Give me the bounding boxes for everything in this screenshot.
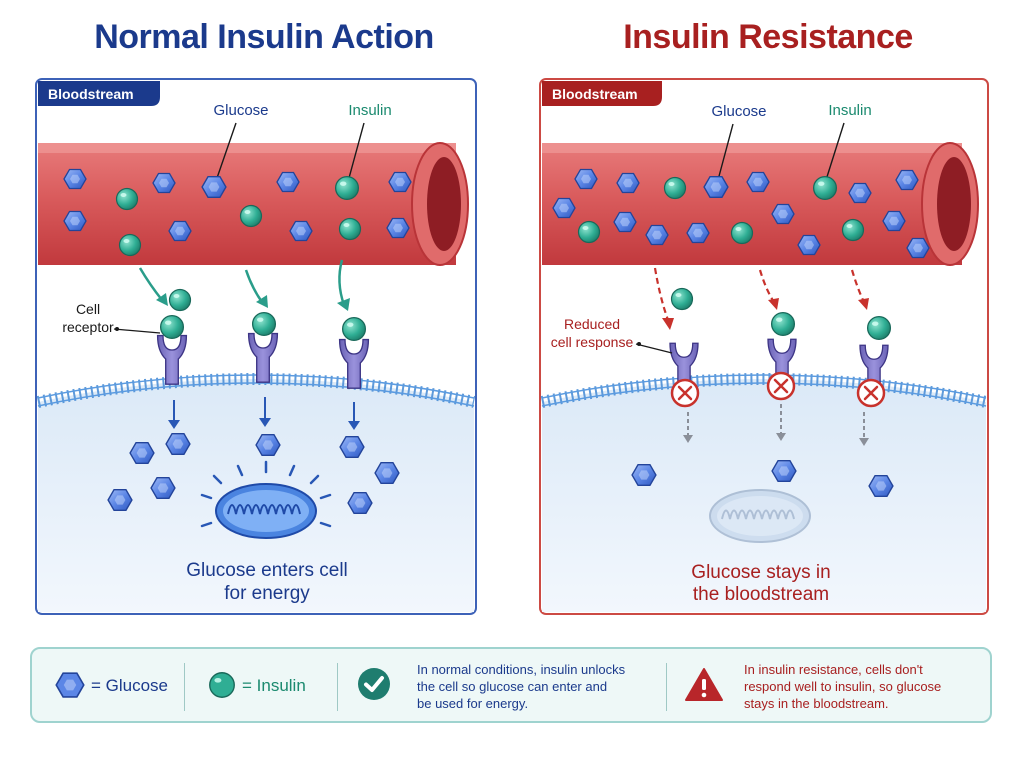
glucose-molecule — [895, 169, 919, 191]
insulin-molecule — [841, 218, 865, 242]
glucose-molecule — [882, 210, 906, 232]
glucose-in-cell — [129, 442, 155, 464]
insulin-molecule — [663, 176, 687, 200]
cell-membrane — [540, 373, 988, 408]
insulin-molecule — [115, 187, 139, 211]
insulin-molecule — [770, 311, 796, 337]
blocked-x-icon — [670, 378, 700, 408]
reduced-response-label-line1: Reduced — [564, 316, 620, 332]
insulin-molecule — [670, 287, 694, 311]
resistance-note: In insulin resistance, cells don't respo… — [744, 662, 942, 711]
glucose-molecule — [771, 460, 797, 482]
glucose-molecule — [289, 220, 313, 242]
glucose-molecule — [631, 464, 657, 486]
glucose-in-cell — [107, 489, 133, 511]
legend-glucose-label: = Glucose — [91, 676, 169, 695]
normal-caption-line1: Glucose enters cell — [186, 560, 348, 581]
bloodstream-tab — [542, 81, 662, 106]
blocked-x-icon — [856, 378, 886, 408]
glucose-molecule — [152, 172, 176, 194]
glucose-molecule — [386, 217, 410, 239]
glucose-label: Glucose — [213, 102, 268, 119]
insulin-resistance-title: Insulin Resistance — [623, 18, 913, 56]
blocked-entry-arrows — [687, 404, 865, 440]
insulin-diagram: Bloodstream Glucose Insulin — [35, 78, 989, 615]
glucose-molecule — [906, 237, 930, 259]
resistance-caption-line2: the bloodstream — [693, 584, 829, 605]
blocked-x-icon — [766, 371, 796, 401]
insulin-molecule — [866, 315, 892, 341]
glucose-molecule — [552, 197, 576, 219]
glucose-hexagon-icon — [55, 672, 85, 698]
glucose-in-cell — [374, 462, 400, 484]
legend-insulin-label: = Insulin — [242, 676, 306, 695]
insulin-molecule — [334, 175, 360, 201]
bloodstream-tab — [38, 81, 160, 106]
glucose-in-cell — [255, 434, 281, 456]
bound-insulin — [341, 316, 367, 342]
insulin-molecule — [812, 175, 838, 201]
glucose-molecule — [63, 210, 87, 232]
insulin-molecule — [338, 217, 362, 241]
insulin-molecule — [118, 233, 142, 257]
glucose-molecule — [616, 172, 640, 194]
glucose-molecule — [645, 224, 669, 246]
normal-caption-line2: for energy — [224, 583, 310, 604]
normal-note: In normal conditions, insulin unlocks th… — [417, 662, 626, 711]
cell-membrane — [36, 373, 476, 408]
glucose-molecule — [613, 211, 637, 233]
legend-divider — [184, 663, 185, 711]
glucose-in-cell — [165, 433, 191, 455]
glucose-molecule — [168, 220, 192, 242]
legend-divider — [666, 663, 667, 711]
glucose-entry-arrows — [173, 397, 355, 423]
glucose-molecule — [868, 475, 894, 497]
insulin-molecule — [577, 220, 601, 244]
blood-vessel — [542, 142, 979, 266]
bound-insulin — [251, 311, 277, 337]
faded-mitochondrion-icon — [709, 489, 811, 543]
resistance-caption-line1: Glucose stays in — [691, 562, 830, 583]
bound-insulin — [159, 314, 185, 340]
insulin-molecule — [239, 204, 263, 228]
check-circle-icon — [358, 668, 390, 700]
resistance-panel: Bloodstream Glucose Insulin — [539, 78, 989, 615]
insulin-molecule — [730, 221, 754, 245]
insulin-label: Insulin — [828, 102, 871, 119]
insulin-label: Insulin — [348, 102, 391, 119]
glucose-in-cell — [339, 436, 365, 458]
warning-triangle-icon — [685, 668, 723, 701]
glucose-molecule — [388, 171, 412, 193]
glucose-molecule — [201, 176, 227, 198]
glucose-in-cell — [150, 477, 176, 499]
normal-panel: Bloodstream Glucose Insulin — [35, 78, 477, 615]
receptor-label-line1: Cell — [76, 301, 100, 317]
glucose-molecule — [574, 168, 598, 190]
glucose-molecule — [686, 222, 710, 244]
insulin-molecule — [168, 288, 192, 312]
glucose-molecule — [746, 171, 770, 193]
receptor-label-line2: receptor — [62, 319, 114, 335]
glucose-in-cell — [347, 492, 373, 514]
mitochondrion-icon — [200, 460, 332, 539]
glucose-molecule — [797, 234, 821, 256]
blood-vessel — [38, 142, 469, 266]
bloodstream-tab-label: Bloodstream — [552, 86, 638, 102]
glucose-molecule — [276, 171, 300, 193]
glucose-molecule — [848, 182, 872, 204]
insulin-sphere-icon — [209, 672, 235, 698]
bloodstream-tab-label: Bloodstream — [48, 86, 134, 102]
normal-action-title: Normal Insulin Action — [94, 18, 434, 56]
legend: = Glucose = Insulin In normal conditions… — [30, 647, 992, 723]
legend-divider — [337, 663, 338, 711]
reduced-response-label-line2: cell response — [551, 334, 634, 350]
glucose-molecule — [63, 168, 87, 190]
glucose-molecule — [771, 203, 795, 225]
glucose-molecule — [703, 176, 729, 198]
glucose-label: Glucose — [711, 103, 766, 120]
